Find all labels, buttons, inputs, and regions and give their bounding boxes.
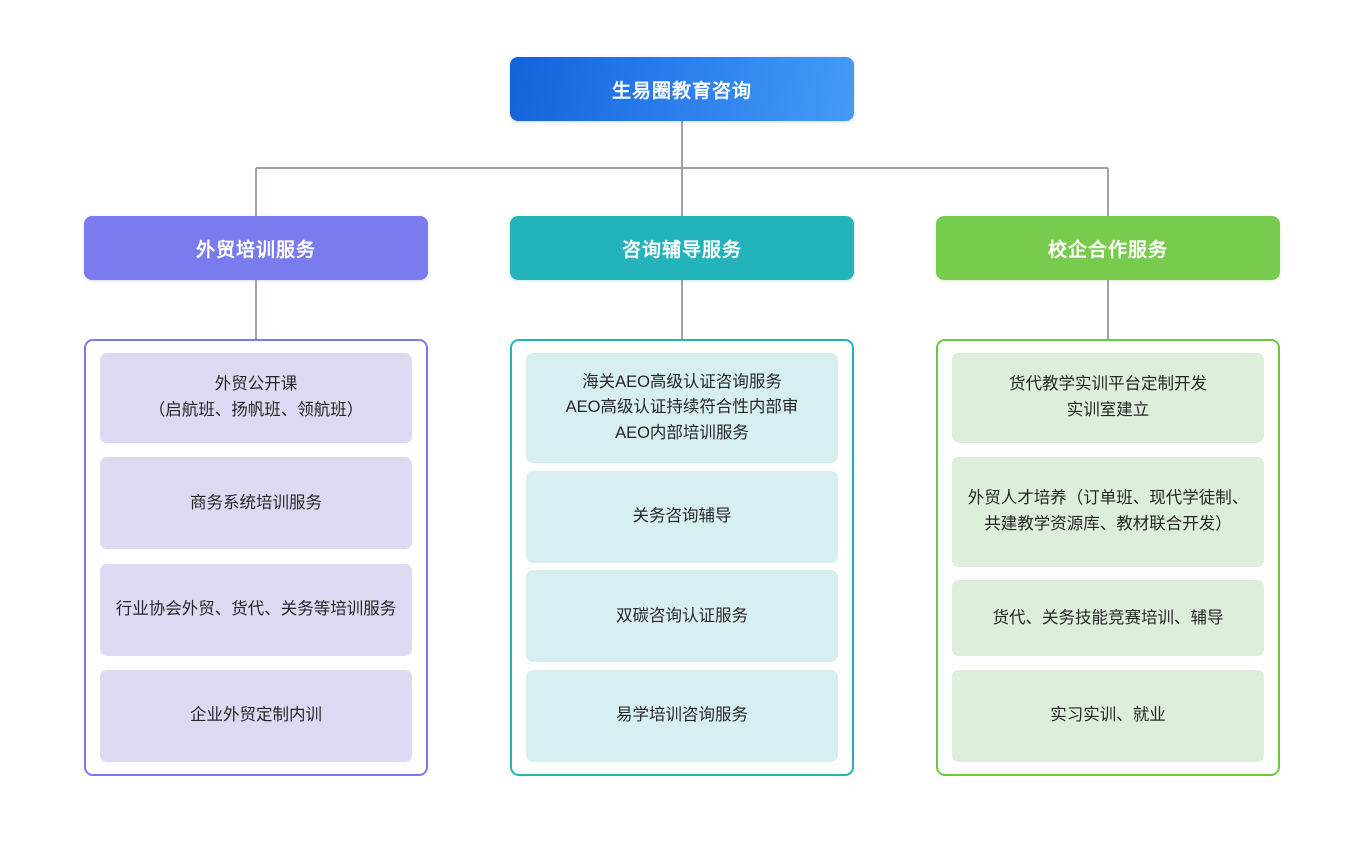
item-card[interactable]: 商务系统培训服务: [100, 457, 412, 550]
group-box-2: 货代教学实训平台定制开发 实训室建立 外贸人才培养（订单班、现代学徒制、共建教学…: [936, 339, 1280, 776]
item-card[interactable]: 企业外贸定制内训: [100, 669, 412, 762]
category-header-0[interactable]: 外贸培训服务: [84, 216, 428, 280]
category-header-1[interactable]: 咨询辅导服务: [510, 216, 854, 280]
group-box-1: 海关AEO高级认证咨询服务 AEO高级认证持续符合性内部审 AEO内部培训服务 …: [510, 339, 854, 776]
item-card[interactable]: 实习实训、就业: [952, 669, 1264, 762]
root-node[interactable]: 生易圈教育咨询: [510, 57, 854, 121]
item-card[interactable]: 海关AEO高级认证咨询服务 AEO高级认证持续符合性内部审 AEO内部培训服务: [526, 353, 838, 463]
item-card[interactable]: 外贸人才培养（订单班、现代学徒制、共建教学资源库、教材联合开发）: [952, 456, 1264, 567]
item-card[interactable]: 行业协会外贸、货代、关务等培训服务: [100, 563, 412, 656]
item-card[interactable]: 易学培训咨询服务: [526, 669, 838, 762]
category-header-2[interactable]: 校企合作服务: [936, 216, 1280, 280]
item-card[interactable]: 外贸公开课 （启航班、扬帆班、领航班）: [100, 353, 412, 443]
item-card[interactable]: 关务咨询辅导: [526, 470, 838, 563]
group-box-0: 外贸公开课 （启航班、扬帆班、领航班） 商务系统培训服务 行业协会外贸、货代、关…: [84, 339, 428, 776]
item-card[interactable]: 货代教学实训平台定制开发 实训室建立: [952, 353, 1264, 443]
item-card[interactable]: 双碳咨询认证服务: [526, 570, 838, 663]
item-card[interactable]: 货代、关务技能竞赛培训、辅导: [952, 580, 1264, 657]
